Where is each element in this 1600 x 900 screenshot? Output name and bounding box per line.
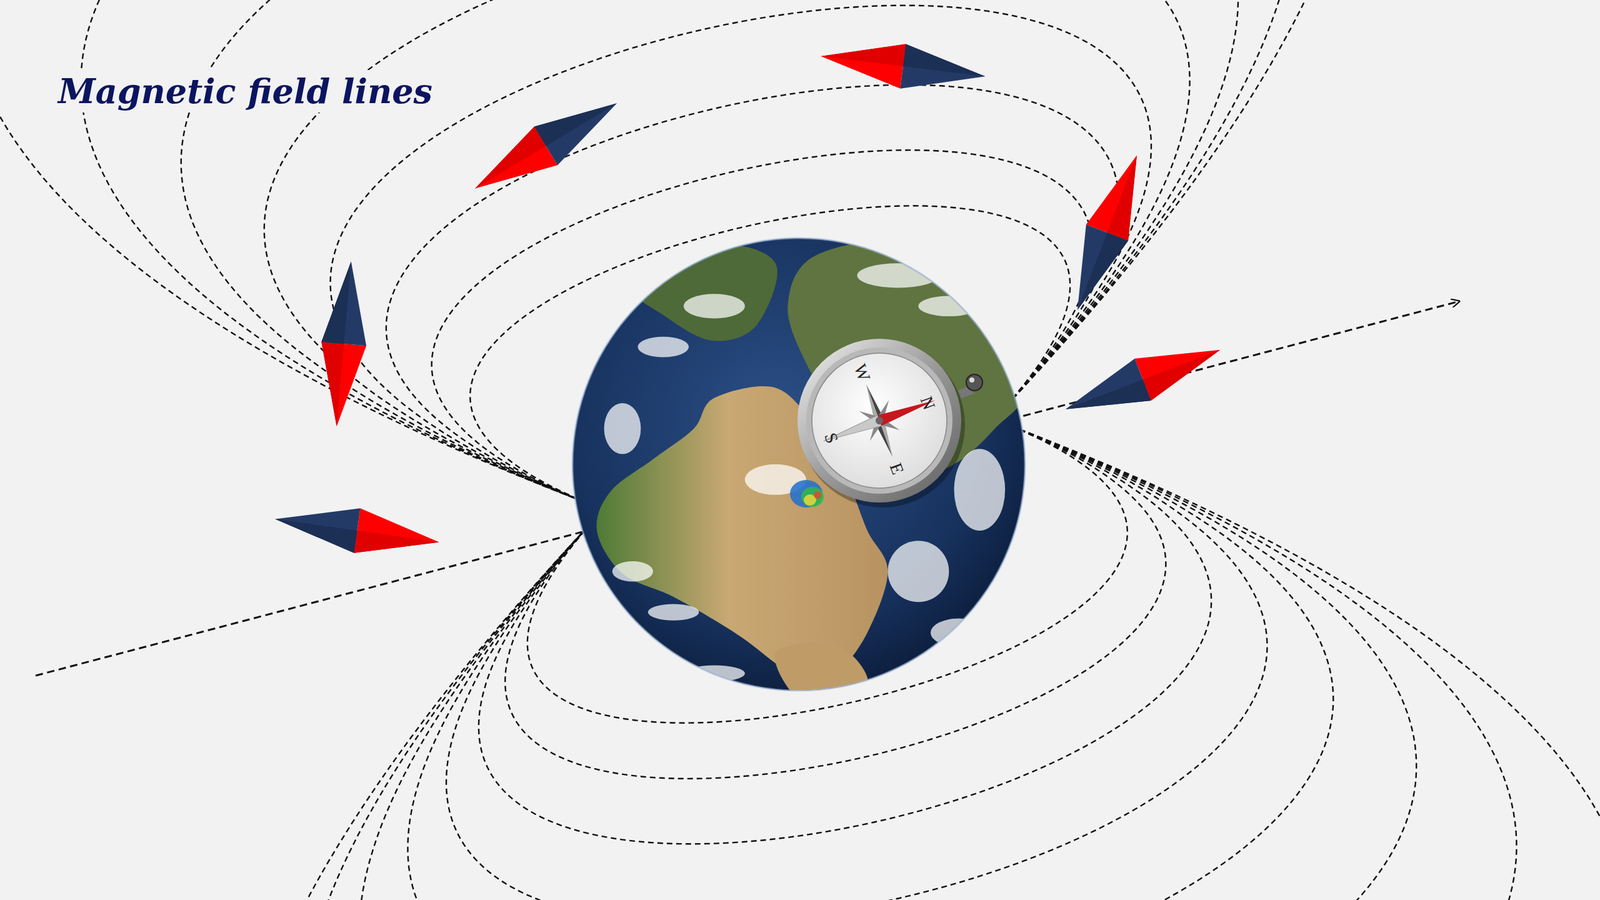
compass-knob-shine	[969, 377, 975, 383]
compass-needle	[1056, 147, 1158, 319]
needle-north-shade	[1143, 350, 1229, 401]
needle-north	[1135, 328, 1229, 401]
needle-south-shade	[1077, 232, 1129, 319]
needle-south	[534, 83, 629, 165]
needle-south	[1057, 358, 1152, 431]
cloud	[954, 448, 1006, 531]
heatmap-patch	[813, 491, 822, 499]
compass-needle	[1057, 328, 1229, 430]
cloud	[683, 293, 745, 319]
earth-globe	[572, 238, 1026, 705]
needle-north-shade	[820, 33, 906, 67]
cloud	[648, 604, 700, 621]
cloud	[887, 540, 949, 602]
compass-needles	[271, 33, 1229, 565]
needle-south	[1056, 224, 1129, 319]
compass-pivot	[874, 415, 884, 425]
compass-inner-ring	[806, 347, 953, 494]
needle-north-shade	[314, 341, 344, 427]
ocean	[572, 238, 1025, 691]
compass	[797, 338, 983, 508]
compass-ring	[797, 338, 962, 503]
compass-needle	[818, 33, 989, 99]
needle-north-shade	[463, 126, 546, 189]
needle-south-shade	[1065, 379, 1152, 430]
compass-face	[811, 353, 947, 489]
needle-north	[1086, 147, 1159, 242]
cloud	[612, 561, 654, 582]
compass-needle-south	[821, 415, 882, 447]
cloud	[637, 336, 689, 358]
cloud	[918, 295, 980, 317]
continent	[775, 642, 869, 706]
land	[596, 240, 1025, 706]
needle-south-shade	[534, 83, 617, 146]
needle-north	[314, 341, 367, 429]
needle-south-shade	[271, 519, 357, 554]
cloud	[604, 403, 642, 455]
needle-south	[900, 43, 989, 99]
needle-north	[353, 508, 442, 565]
earth-rim	[572, 238, 1025, 691]
compass-needle	[271, 496, 442, 565]
continent	[623, 244, 778, 341]
needle-south	[321, 259, 374, 346]
compass-rose	[810, 363, 949, 478]
continent	[596, 386, 888, 687]
cloud	[856, 263, 939, 288]
needle-north	[818, 33, 906, 89]
compass-needle	[314, 259, 374, 429]
compass-needle	[463, 83, 629, 208]
compass-knob	[966, 374, 983, 391]
diagram-title: Magnetic field lines	[53, 70, 438, 113]
needle-north-shade	[1106, 155, 1158, 242]
needle-south	[271, 496, 360, 554]
needle-north-shade	[353, 530, 439, 565]
needle-south-shade	[903, 43, 989, 77]
needle-south-shade	[321, 259, 351, 344]
heatmap-patch	[801, 486, 824, 507]
